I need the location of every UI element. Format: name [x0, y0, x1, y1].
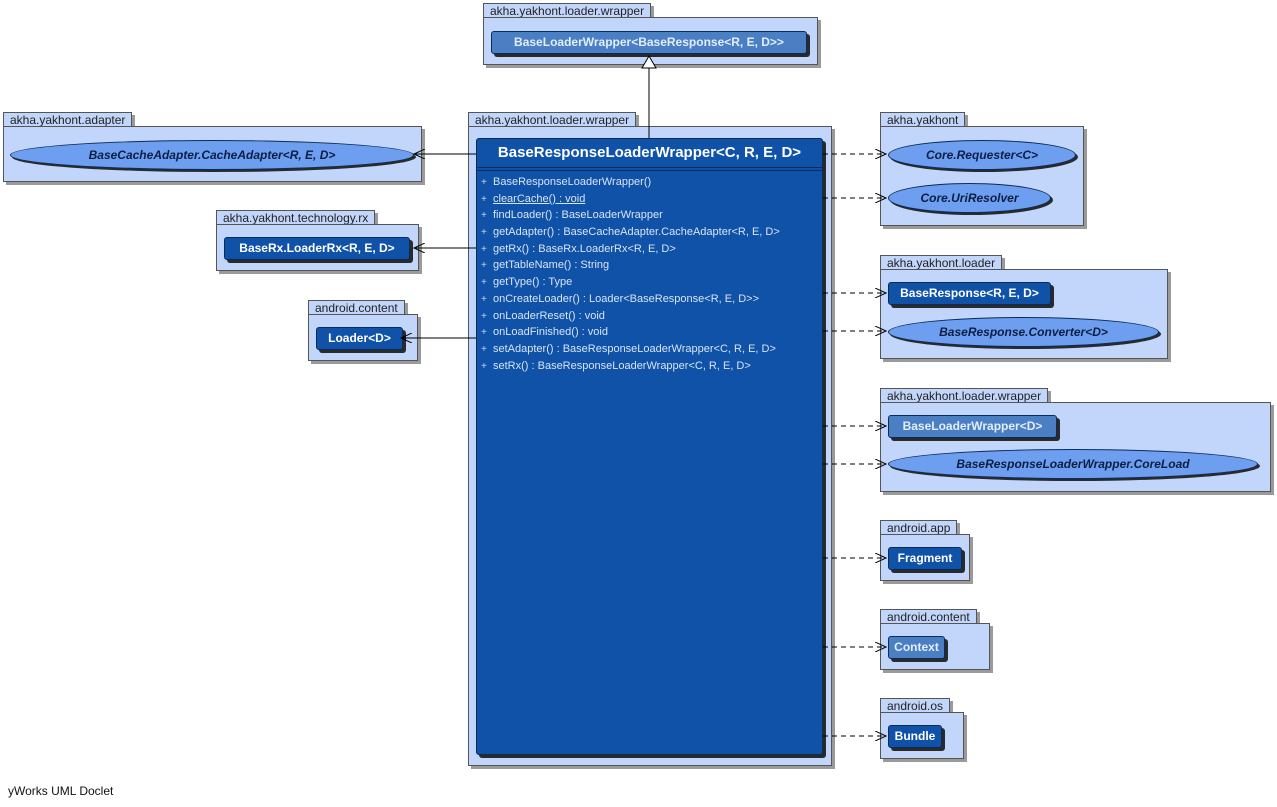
method-get-rx[interactable]: +getRx() : BaseRx.LoaderRx<R, E, D>: [481, 242, 676, 255]
package-label: akha.yakhont.loader.wrapper: [483, 3, 652, 18]
method-on-load-finished[interactable]: +onLoadFinished() : void: [481, 326, 608, 339]
method-get-table-name[interactable]: +getTableName() : String: [481, 259, 610, 272]
method-get-type[interactable]: +getType() : Type: [481, 276, 573, 289]
generalization-head: [641, 55, 657, 69]
method-on-loader-reset[interactable]: +onLoaderReset() : void: [481, 309, 605, 322]
interface-core-load[interactable]: BaseResponseLoaderWrapper.CoreLoad: [888, 449, 1258, 479]
class-bundle[interactable]: Bundle: [888, 725, 942, 748]
class-context[interactable]: Context: [888, 636, 945, 659]
footer-credit: yWorks UML Doclet: [8, 784, 114, 798]
package-loader-wrapper-right: akha.yakhont.loader.wrapper BaseLoaderWr…: [880, 388, 1271, 492]
package-label: android.app: [880, 520, 958, 535]
package-android-app: android.app Fragment: [880, 520, 970, 581]
package-label: akha.yakhont.loader: [880, 255, 1003, 270]
methods-compartment: +BaseResponseLoaderWrapper() +clearCache…: [477, 171, 822, 374]
method-set-adapter[interactable]: +setAdapter() : BaseResponseLoaderWrappe…: [481, 342, 776, 355]
class-base-loader-wrapper[interactable]: BaseLoaderWrapper<D>: [888, 415, 1057, 438]
package-label: akha.yakhont.technology.rx: [216, 210, 376, 225]
package-loader: akha.yakhont.loader BaseResponse<R, E, D…: [880, 255, 1168, 359]
method-clear-cache[interactable]: +clearCache() : void: [481, 192, 586, 205]
class-base-loader-wrapper-response[interactable]: BaseLoaderWrapper<BaseResponse<R, E, D>>: [491, 31, 807, 54]
package-label: android.content: [308, 300, 405, 315]
class-title: BaseResponseLoaderWrapper<C, R, E, D>: [477, 139, 822, 168]
method-get-adapter[interactable]: +getAdapter() : BaseCacheAdapter.CacheAd…: [481, 226, 780, 239]
class-loader[interactable]: Loader<D>: [316, 327, 403, 350]
package-label: akha.yakhont.adapter: [3, 112, 133, 127]
package-rx: akha.yakhont.technology.rx BaseRx.Loader…: [216, 210, 419, 271]
method-constructor[interactable]: +BaseResponseLoaderWrapper(): [481, 176, 652, 188]
method-on-create-loader[interactable]: +onCreateLoader() : Loader<BaseResponse<…: [481, 292, 759, 305]
package-loader-wrapper-super: akha.yakhont.loader.wrapper BaseLoaderWr…: [483, 3, 818, 65]
package-label: android.os: [880, 698, 951, 713]
interface-core-uri-resolver[interactable]: Core.UriResolver: [888, 183, 1051, 213]
package-label: android.content: [880, 609, 977, 624]
package-label: akha.yakhont: [880, 112, 966, 127]
package-android-content-right: android.content Context: [880, 609, 990, 670]
package-android-content-left: android.content Loader<D>: [308, 300, 418, 361]
package-label: akha.yakhont.loader.wrapper: [880, 388, 1049, 403]
class-fragment[interactable]: Fragment: [888, 547, 962, 570]
package-label: akha.yakhont.loader.wrapper: [468, 112, 637, 127]
interface-cache-adapter[interactable]: BaseCacheAdapter.CacheAdapter<R, E, D>: [10, 140, 414, 170]
interface-core-requester[interactable]: Core.Requester<C>: [888, 140, 1076, 170]
class-base-response-loader-wrapper[interactable]: BaseResponseLoaderWrapper<C, R, E, D> +B…: [476, 138, 823, 755]
method-find-loader[interactable]: +findLoader() : BaseLoaderWrapper: [481, 209, 663, 222]
attributes-compartment: [477, 168, 822, 171]
class-base-response[interactable]: BaseResponse<R, E, D>: [888, 282, 1051, 305]
interface-response-converter[interactable]: BaseResponse.Converter<D>: [888, 317, 1159, 347]
package-yakhont: akha.yakhont Core.Requester<C> Core.UriR…: [880, 112, 1084, 226]
package-adapter: akha.yakhont.adapter BaseCacheAdapter.Ca…: [3, 112, 422, 182]
package-android-os: android.os Bundle: [880, 698, 964, 759]
method-set-rx[interactable]: +setRx() : BaseResponseLoaderWrapper<C, …: [481, 359, 751, 372]
class-loader-rx[interactable]: BaseRx.LoaderRx<R, E, D>: [224, 237, 410, 260]
